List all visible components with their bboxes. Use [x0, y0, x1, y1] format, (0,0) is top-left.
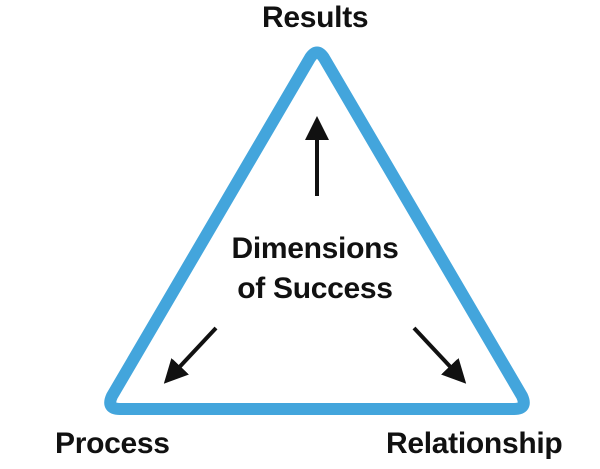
center-title-line-2: of Success — [237, 272, 393, 305]
triangle-outline — [104, 46, 530, 415]
vertex-label-results: Results — [262, 1, 369, 34]
arrow-down-right-icon — [412, 326, 467, 384]
center-title-line-1: Dimensions — [231, 232, 399, 265]
vertex-label-process: Process — [55, 427, 170, 460]
arrow-down-left-icon — [163, 326, 218, 384]
center-title: Dimensions of Success — [206, 229, 424, 309]
vertex-label-relationship: Relationship — [386, 427, 563, 460]
